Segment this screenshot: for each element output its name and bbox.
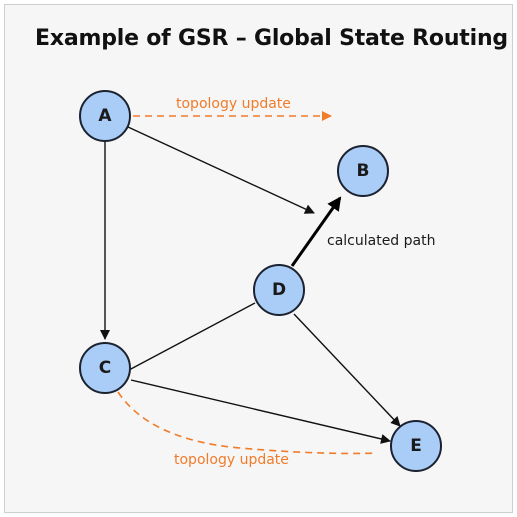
node-e-label: E bbox=[410, 436, 422, 456]
node-b-label: B bbox=[357, 161, 370, 181]
edge-d-c bbox=[128, 302, 256, 371]
node-a-label: A bbox=[98, 106, 112, 126]
edge-d-b bbox=[290, 196, 342, 267]
node-c-label: C bbox=[99, 358, 111, 378]
node-a: A bbox=[79, 90, 131, 142]
topology-update-line-bottom bbox=[117, 391, 378, 455]
edge-a-b bbox=[127, 126, 315, 214]
node-b: B bbox=[337, 145, 389, 197]
node-d: D bbox=[253, 264, 305, 316]
node-e: E bbox=[390, 420, 442, 472]
edge-d-e bbox=[293, 313, 401, 427]
calculated-path-label: calculated path bbox=[327, 233, 435, 249]
topology-update-label-bottom: topology update bbox=[174, 452, 289, 468]
topology-update-label-top: topology update bbox=[176, 96, 291, 112]
node-c: C bbox=[79, 342, 131, 394]
diagram-title: Example of GSR – Global State Routing bbox=[35, 26, 508, 51]
node-d-label: D bbox=[272, 280, 286, 300]
edge-c-e bbox=[130, 379, 391, 444]
